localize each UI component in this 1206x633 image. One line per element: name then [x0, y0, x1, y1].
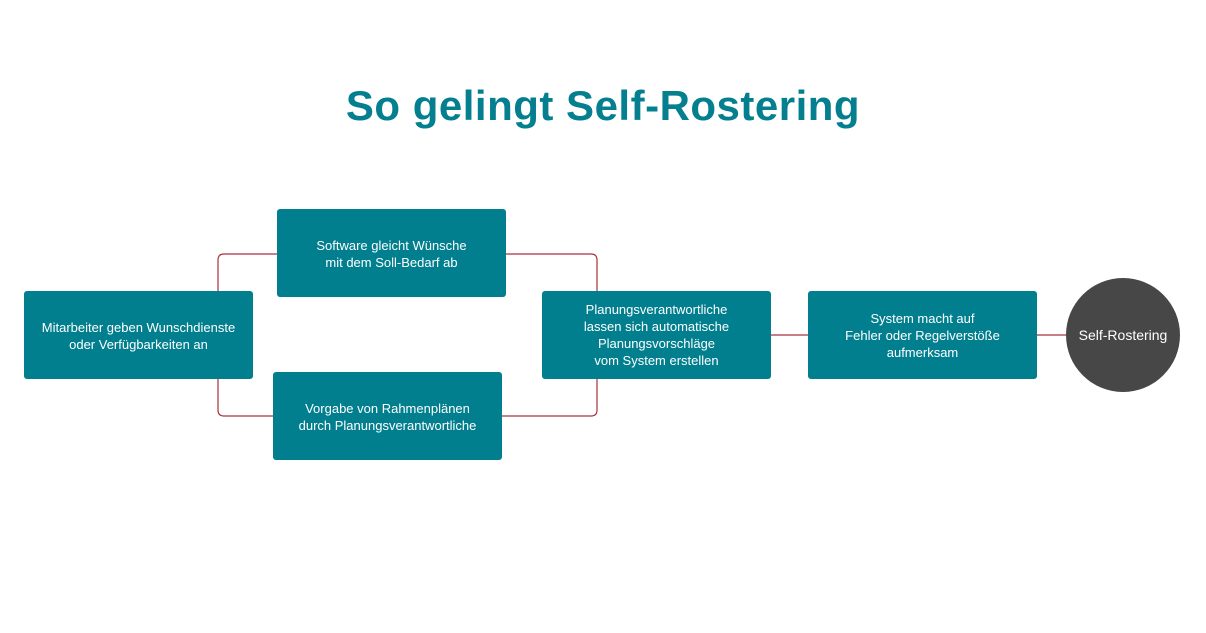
step-text: vom System erstellen	[594, 353, 719, 368]
step-text: aufmerksam	[886, 345, 959, 360]
step-framework-plans: Vorgabe von Rahmenplänen durch Planungsv…	[273, 372, 502, 460]
step-text: mit dem Soll-Bedarf ab	[325, 255, 458, 270]
step-text: Mitarbeiter geben Wunschdienste	[41, 320, 236, 335]
step-text: System macht auf	[870, 311, 975, 326]
step-software-matching: Software gleicht Wünsche mit dem Soll-Be…	[277, 209, 506, 297]
step-text: durch Planungsverantwortliche	[298, 418, 477, 433]
step-text: Planungsverantwortliche	[585, 302, 728, 317]
diagram-title: So gelingt Self-Rostering	[345, 82, 861, 129]
goal-circle: Self-Rostering	[1066, 278, 1180, 392]
step-employee-wishes: Mitarbeiter geben Wunschdienste oder Ver…	[24, 291, 253, 379]
step-text: lassen sich automatische	[583, 319, 730, 334]
step-error-alerts: System macht auf Fehler oder Regelverstö…	[808, 291, 1037, 379]
step-text: Software gleicht Wünsche	[316, 238, 467, 253]
step-text: oder Verfügbarkeiten an	[69, 337, 208, 352]
step-automatic-proposals: Planungsverantwortliche lassen sich auto…	[542, 291, 771, 379]
step-text: Vorgabe von Rahmenplänen	[305, 401, 470, 416]
step-text: Fehler oder Regelverstöße	[845, 328, 1000, 343]
goal-label: Self-Rostering	[1078, 327, 1168, 343]
step-text: Planungsvorschläge	[597, 336, 716, 351]
